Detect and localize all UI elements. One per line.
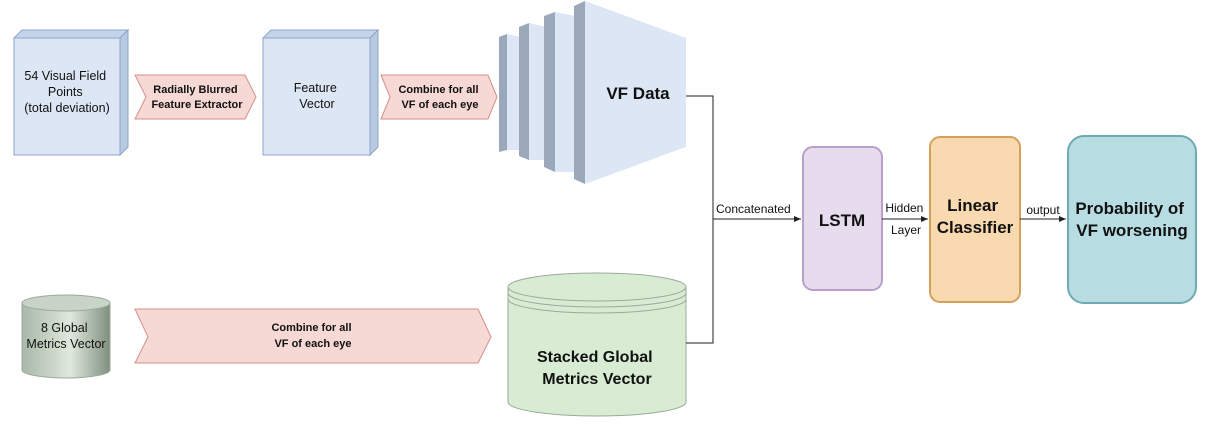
hidden-layer-label: Hidden Layer: [885, 201, 926, 237]
probability-label: Probability of VF worsening: [1075, 199, 1188, 240]
feature-extractor-arrow: Radially Blurred Feature Extractor: [134, 74, 257, 120]
feature-vector-label: Feature Vector: [294, 81, 341, 111]
feature-extractor-label: Radially Blurred Feature Extractor: [151, 84, 243, 111]
combine-top-arrow: Combine for all VF of each eye: [380, 74, 498, 120]
vf-points-box: 54 Visual Field Points (total deviation): [12, 28, 130, 157]
lstm-box: LSTM: [802, 146, 883, 291]
combine-bottom-arrow: Combine for all VF of each eye: [134, 308, 492, 364]
linear-classifier-box: Linear Classifier: [929, 136, 1021, 303]
stacked-global-cylinder: Stacked Global Metrics Vector: [507, 272, 687, 417]
global-metrics-label: 8 Global Metrics Vector: [26, 321, 105, 351]
concat-connectors: [686, 95, 801, 344]
linear-classifier-label: Linear Classifier: [937, 196, 1014, 237]
stacked-global-label: Stacked Global Metrics Vector: [537, 349, 657, 388]
lstm-label: LSTM: [819, 211, 865, 230]
vf-data-stack: VF Data: [499, 1, 686, 184]
global-metrics-cylinder: 8 Global Metrics Vector: [21, 294, 111, 379]
vf-data-label: VF Data: [606, 84, 670, 103]
feature-vector-box: Feature Vector: [261, 28, 380, 157]
output-label: output: [1026, 203, 1060, 217]
combine-top-label: Combine for all VF of each eye: [398, 84, 481, 111]
concatenated-label: Concatenated: [716, 202, 791, 216]
vf-points-label: 54 Visual Field Points (total deviation): [24, 69, 109, 115]
probability-box: Probability of VF worsening: [1067, 135, 1197, 304]
combine-bottom-label: Combine for all VF of each eye: [271, 322, 354, 350]
